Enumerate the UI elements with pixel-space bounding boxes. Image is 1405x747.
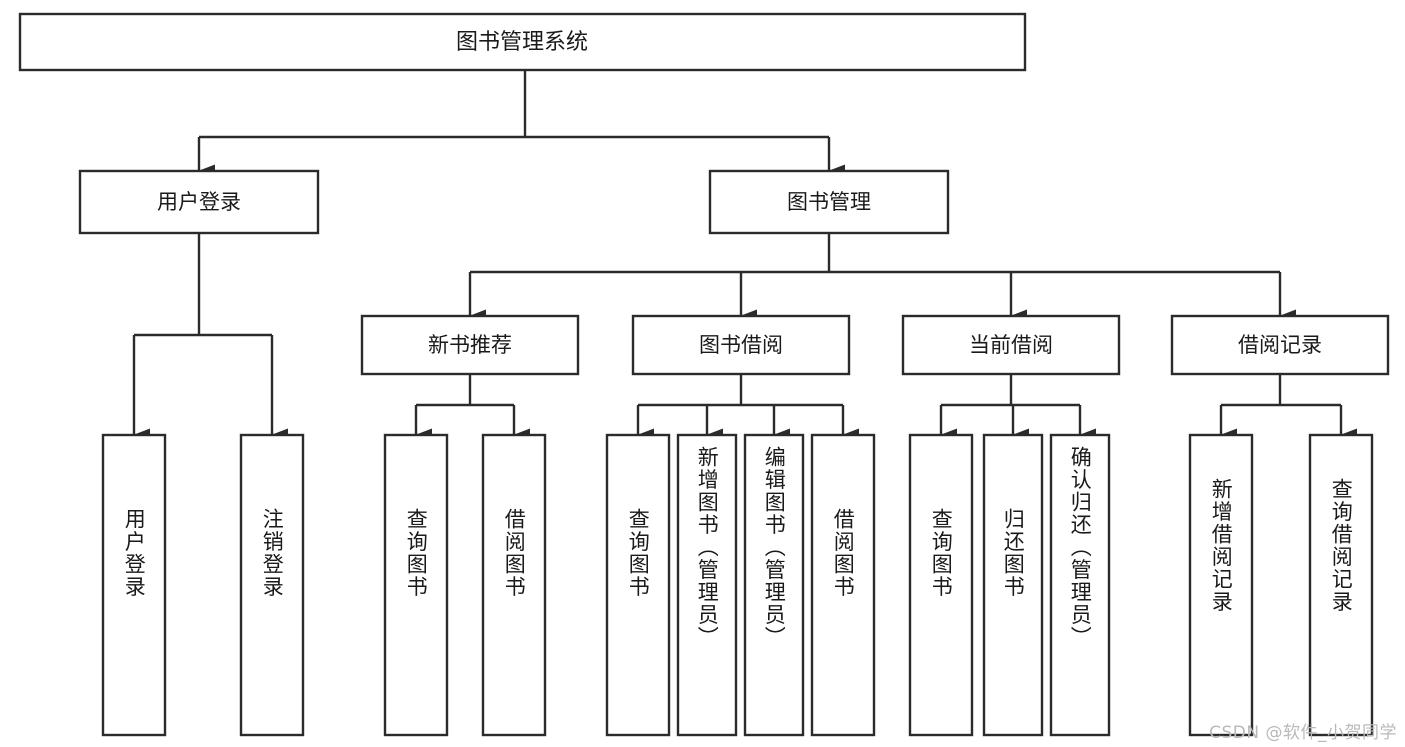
edge-group-user-login — [132, 233, 288, 442]
csdn-watermark: CSDN @软件_小贺同学 — [1209, 723, 1397, 743]
node-book-manage-label: 图书管理 — [787, 190, 871, 214]
node-borrow-record-box[interactable] — [1170, 314, 1390, 376]
node-leaf-borrow-book-2-box[interactable] — [810, 433, 876, 737]
node-book-manage[interactable]: 图书管理 — [708, 169, 950, 235]
node-leaf-add-record-box[interactable] — [1188, 433, 1254, 737]
node-new-book-rec[interactable]: 新书推荐 — [360, 314, 580, 376]
node-root-label: 图书管理系统 — [456, 30, 588, 55]
node-new-book-rec-box[interactable] — [360, 314, 580, 376]
node-user-login-box[interactable] — [78, 169, 320, 235]
node-leaf-edit-book-box[interactable] — [743, 433, 805, 737]
node-current-borrow[interactable]: 当前借阅 — [901, 314, 1121, 376]
node-leaf-query-book-1-box[interactable] — [383, 433, 449, 737]
node-borrow-record-label: 借阅记录 — [1238, 333, 1322, 357]
node-leaf-user-login-box[interactable] — [101, 433, 167, 737]
node-leaf-logout-box[interactable] — [239, 433, 305, 737]
edge-group-book-borrow — [636, 374, 859, 442]
node-root-box[interactable] — [18, 12, 1027, 72]
edge-group-root — [197, 70, 845, 178]
node-book-borrow-label: 图书借阅 — [699, 333, 783, 357]
node-current-borrow-box[interactable] — [901, 314, 1121, 376]
node-leaf-query-record-box[interactable] — [1308, 433, 1374, 737]
edge-group-book-manage — [468, 233, 1296, 323]
node-leaf-query-book-2-box[interactable] — [605, 433, 671, 737]
edge-group-new-book-rec — [414, 374, 530, 442]
node-book-manage-box[interactable] — [708, 169, 950, 235]
node-leaf-borrow-book-1-box[interactable] — [481, 433, 547, 737]
node-root[interactable]: 图书管理系统 — [18, 12, 1027, 72]
node-user-login-label: 用户登录 — [157, 190, 241, 214]
node-leaf-return-book-box[interactable] — [982, 433, 1044, 737]
node-leaf-query-book-3-box[interactable] — [908, 433, 974, 737]
node-book-borrow-box[interactable] — [631, 314, 851, 376]
node-leaf-confirm-return-box[interactable] — [1049, 433, 1111, 737]
node-borrow-record[interactable]: 借阅记录 — [1170, 314, 1390, 376]
node-user-login[interactable]: 用户登录 — [78, 169, 320, 235]
node-leaf-add-book-box[interactable] — [676, 433, 738, 737]
edge-group-borrow-record — [1219, 374, 1357, 442]
node-current-borrow-label: 当前借阅 — [969, 333, 1053, 357]
node-book-borrow[interactable]: 图书借阅 — [631, 314, 851, 376]
edge-group-current-borrow — [939, 374, 1096, 442]
leaf-node-group — [101, 433, 1374, 737]
node-new-book-rec-label: 新书推荐 — [428, 333, 512, 357]
